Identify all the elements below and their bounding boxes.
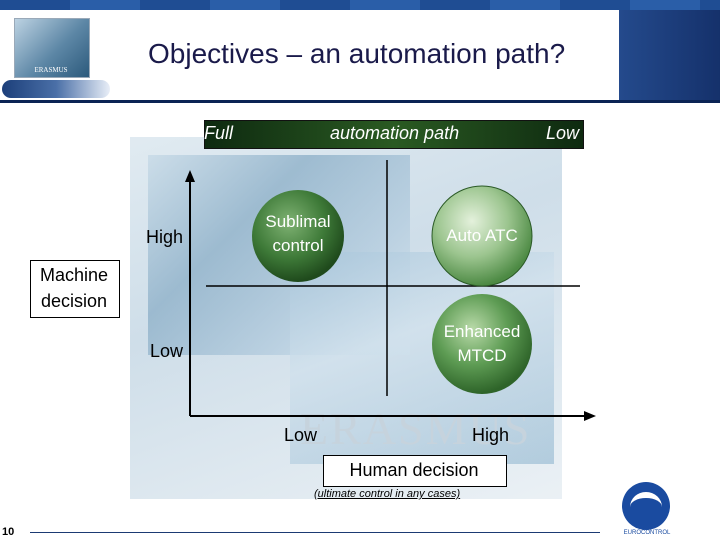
y-axis-arrow xyxy=(185,170,195,182)
sublimal-control-node xyxy=(252,190,344,282)
header-panel xyxy=(0,10,720,100)
page-title: Objectives – an automation path? xyxy=(148,38,566,69)
automation-path-bar xyxy=(204,120,584,149)
machine-decision-label: Machine decision xyxy=(39,265,109,311)
eurocontrol-logo-arc xyxy=(630,492,662,522)
enhanced-mtcd-label: Enhanced MTCD xyxy=(443,322,521,365)
x-axis-arrow xyxy=(584,411,596,421)
automation-bar-title: automation path xyxy=(330,123,460,143)
header: ERASMUS Objectives – an automation path? xyxy=(0,0,720,103)
erasmus-logo-text: ERASMUS xyxy=(34,66,68,74)
human-decision-box xyxy=(323,455,507,487)
y-axis-low-label: Low xyxy=(150,341,184,361)
sublimal-control-label: Sublimal control xyxy=(265,212,331,255)
header-divider xyxy=(0,100,720,103)
machine-decision-box xyxy=(30,260,120,318)
erasmus-watermark: ERASMUS xyxy=(300,403,532,454)
human-decision-note: (ultimate control in any cases) xyxy=(314,488,461,500)
header-top-strip xyxy=(0,0,720,10)
erasmus-logo xyxy=(14,18,90,78)
eurocontrol-logo-text: EUROCONTROL xyxy=(623,530,671,536)
auto-atc-node xyxy=(431,185,533,287)
enhanced-mtcd-node xyxy=(432,294,532,394)
partner-logo xyxy=(2,80,110,98)
x-axis-low-label: Low xyxy=(284,425,318,445)
auto-atc-label: Auto ATC xyxy=(446,226,518,245)
y-axis-high-label: High xyxy=(146,227,184,247)
human-decision-label: Human decision xyxy=(349,460,479,480)
automation-bar-right-label: Low xyxy=(546,123,580,143)
automation-bar-left-label: Full xyxy=(204,123,234,143)
footer-divider xyxy=(30,532,600,533)
x-axis-high-label: High xyxy=(472,425,510,445)
page-number: 10 xyxy=(2,526,15,538)
